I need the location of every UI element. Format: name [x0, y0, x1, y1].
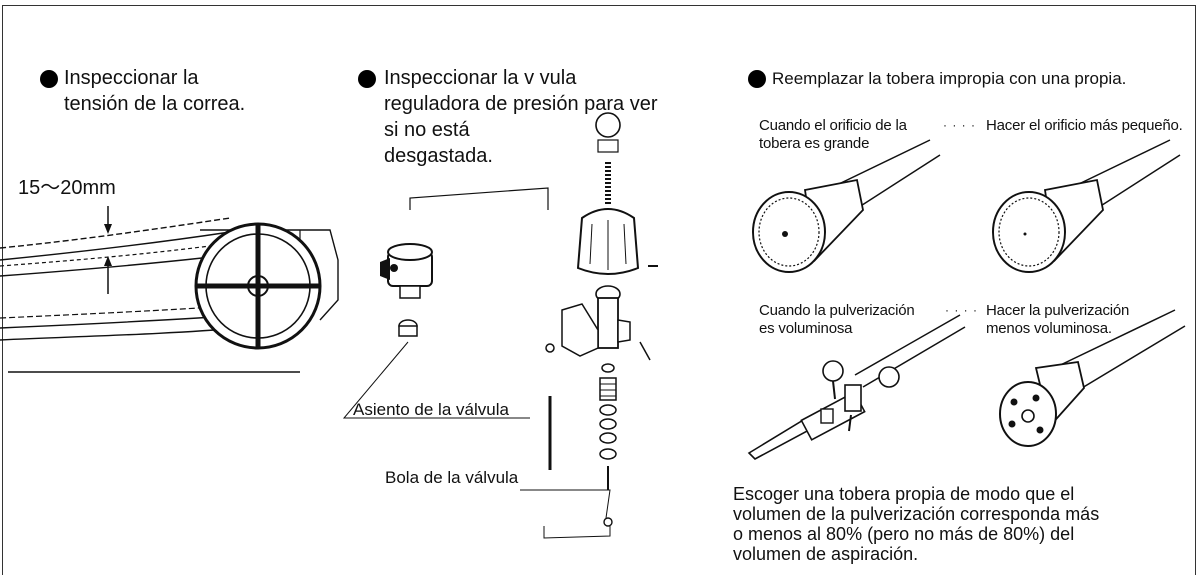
belt-pulley-illustration	[0, 206, 339, 373]
case2-line1: Cuando la pulverización	[759, 302, 915, 319]
nozzle-large-orifice-illustration	[752, 139, 941, 273]
action2-line2: menos voluminosa.	[986, 320, 1112, 337]
nozzle-note-line2: volumen de la pulverización corresponda …	[733, 504, 1100, 524]
bullet-icon	[748, 70, 766, 88]
valve-ball-label: Bola de la válvula	[385, 468, 519, 487]
valve-heading-line1: Inspeccionar la v vula	[384, 67, 577, 89]
valve-heading-line2: reguladora de presión para ver	[384, 93, 658, 115]
valve-exploded-illustration	[342, 112, 658, 539]
action2-line1: Hacer la pulverización	[986, 302, 1130, 319]
spray-gun-illustration	[747, 314, 966, 460]
belt-heading-line2: tensión de la correa.	[64, 93, 246, 115]
valve-heading-line3: si no está	[384, 119, 470, 141]
case1-dots: · · · ·	[943, 118, 976, 132]
action1-label: Hacer el orificio más pequeño.	[986, 117, 1183, 134]
belt-heading-line1: Inspeccionar la	[64, 67, 199, 89]
nozzle-reduced-spray-illustration	[999, 309, 1186, 447]
case2-line2: es voluminosa	[759, 320, 853, 337]
nozzle-note-line1: Escoger una tobera propia de modo que el	[733, 484, 1075, 504]
case1-line1: Cuando el orificio de la	[759, 117, 907, 134]
valve-seat-label: Asiento de la válvula	[353, 400, 509, 419]
nozzle-note-line4: volumen de aspiración.	[733, 544, 919, 564]
case1-line2: tobera es grande	[759, 135, 870, 152]
page-frame	[2, 5, 1196, 575]
belt-measure-label: 15～20mm	[18, 177, 116, 199]
bullet-icon	[358, 70, 376, 88]
nozzle-heading: Reemplazar la tobera impropia con una pr…	[772, 69, 1127, 88]
nozzle-note-line3: o menos al 80% (pero no más de 80%) del	[733, 524, 1075, 544]
nozzle-small-orifice-illustration	[992, 139, 1181, 273]
case2-dots: · · · ·	[945, 303, 978, 317]
bullet-icon	[40, 70, 58, 88]
valve-heading-line4: desgastada.	[384, 145, 493, 167]
